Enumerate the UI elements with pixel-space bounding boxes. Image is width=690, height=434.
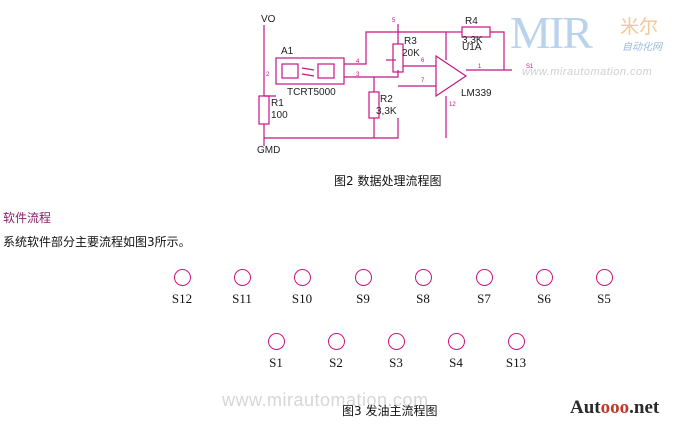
pin-label: 6 (421, 58, 425, 64)
node-label: S10 (291, 291, 313, 306)
pin-label: 1 (478, 64, 482, 70)
mir-logo-cn: 米尔 (620, 16, 659, 38)
node-circle (414, 269, 432, 286)
node-circle (507, 333, 525, 350)
r1-value: 100 (271, 110, 288, 121)
node-circle (475, 269, 493, 286)
node-label: S7 (477, 291, 491, 306)
node-circle (327, 333, 345, 350)
a1-label: A1 (281, 46, 294, 57)
r3-potentiometer (392, 43, 404, 73)
ir-led-icon (281, 63, 299, 79)
r1-label: R1 (271, 98, 284, 109)
node-circle (293, 269, 311, 286)
autooo-logo: Autooo.net (570, 397, 659, 419)
figure2-caption: 图2 数据处理流程图 (334, 174, 442, 188)
node-label: S8 (416, 291, 430, 306)
mir-logo-text: MIR (510, 7, 593, 58)
flow-node: S7 (455, 269, 513, 307)
flow-node: S2 (307, 333, 365, 371)
flow-node: S11 (213, 269, 271, 307)
node-circle (267, 333, 285, 350)
u1a-label: U1A (462, 42, 482, 53)
vo-label: VO (261, 14, 276, 25)
pin-label: 2 (266, 72, 270, 78)
pin-label: 4 (356, 59, 360, 65)
section-title: 软件流程 (3, 211, 52, 225)
circuit-diagram: VO A1 TCRT5000 2 4 3 R1 100 GMD 5 R3 20K… (257, 14, 534, 156)
node-label: S5 (597, 291, 611, 306)
pin-label: 3 (356, 72, 360, 78)
node-circle (387, 333, 405, 350)
pin-label: 12 (449, 102, 456, 108)
node-label: S4 (449, 355, 463, 370)
node-label: S13 (505, 355, 527, 370)
supply-top-wire (344, 31, 447, 65)
node-circle (447, 333, 465, 350)
flow-node: S12 (153, 269, 211, 307)
mir-automation-logo: MIR 米尔 自动化网 www.mirautomation.com (508, 6, 688, 78)
r3-label: R3 (404, 36, 417, 47)
node-circle (233, 269, 251, 286)
comparator-input-wires (398, 65, 436, 87)
pin-label: S1 (526, 64, 534, 70)
node-circle (354, 269, 372, 286)
node-label: S2 (329, 355, 343, 370)
flow-node: S10 (273, 269, 331, 307)
r2-value: 3,3K (376, 106, 397, 117)
r3-value: 20K (402, 48, 420, 59)
flow-node: S5 (575, 269, 633, 307)
pin-label: 7 (421, 78, 425, 84)
lm339-label: LM339 (461, 88, 492, 99)
flow-node: S4 (427, 333, 485, 371)
ground-bus-wire (264, 118, 399, 139)
pin-label: 5 (392, 18, 396, 24)
watermark-url: www.mirautomation.com (222, 390, 429, 410)
lm339-comparator (435, 54, 468, 98)
node-circle (535, 269, 553, 286)
node-circle (173, 269, 191, 286)
flow-node: S13 (487, 333, 545, 371)
sensor-output-wire (344, 70, 399, 78)
autooo-post: .net (629, 397, 660, 418)
mir-logo-url: www.mirautomation.com (522, 66, 653, 78)
r1-resistor (258, 95, 270, 125)
node-label: S3 (389, 355, 403, 370)
flow-node: S3 (367, 333, 425, 371)
node-circle (595, 269, 613, 286)
ir-beam-icon (301, 67, 315, 77)
flow-node: S6 (515, 269, 573, 307)
output-wire (466, 31, 512, 71)
flow-node: S1 (247, 333, 305, 371)
phototransistor-icon (317, 63, 335, 79)
node-label: S11 (232, 291, 252, 306)
body-paragraph: 系统软件部分主要流程如图3所示。 (3, 235, 191, 249)
r2-label: R2 (380, 94, 393, 105)
node-label: S9 (356, 291, 370, 306)
node-label: S12 (171, 291, 193, 306)
flow-node: S8 (394, 269, 452, 307)
mir-logo-cn-sub: 自动化网 (622, 42, 662, 53)
autooo-oo: ooo (600, 397, 630, 418)
node-label: S6 (537, 291, 551, 306)
figure3-caption: 图3 发油主流程图 (342, 404, 438, 418)
r4-value: 3,3K (462, 35, 483, 46)
flow-node: S9 (334, 269, 392, 307)
r4-label: R4 (465, 16, 478, 27)
autooo-pre: Aut (570, 397, 601, 418)
gnd-label: GMD (257, 145, 280, 156)
tcrt5000-label: TCRT5000 (287, 87, 336, 98)
node-label: S1 (269, 355, 283, 370)
tcrt5000-body (275, 57, 345, 85)
